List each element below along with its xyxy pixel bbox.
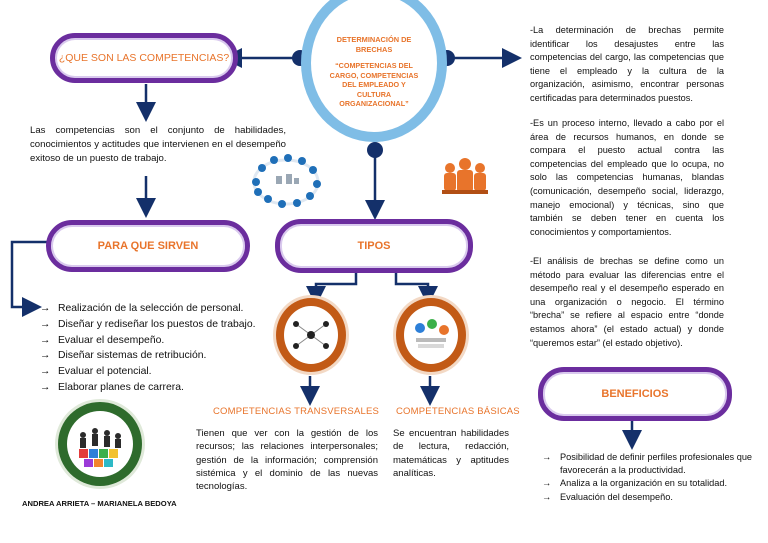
arrow-right-icon: → <box>542 477 551 490</box>
network-people-icon <box>284 306 338 364</box>
para-que-list: →Realización de la selección de personal… <box>40 301 280 396</box>
center-title: DETERMINACIÓN DE BRECHAS <box>325 35 423 55</box>
arrow-right-icon: → <box>40 348 50 364</box>
right-paragraph-2: -Es un proceso interno, llevado a cabo p… <box>530 117 724 239</box>
basicas-title: COMPETENCIAS BÁSICAS <box>396 406 520 417</box>
arrow-right-icon: → <box>40 301 50 317</box>
authors-circle-image <box>58 402 142 486</box>
right-paragraph-3: -El análisis de brechas se define como u… <box>530 255 724 350</box>
basicas-circle-image <box>396 298 466 372</box>
authors-label: ANDREA ARRIETA – MARIANELA BEDOYA <box>22 499 177 508</box>
para-que-title: PARA QUE SIRVEN <box>98 240 199 252</box>
center-circle-inner: DETERMINACIÓN DE BRECHAS “COMPETENCIAS D… <box>311 0 437 132</box>
beneficios-list: →Posibilidad de definir perfiles profesi… <box>542 451 760 504</box>
connector-paraque-list <box>12 242 48 307</box>
arrow-right-icon: → <box>40 333 50 349</box>
transversales-text: Tienen que ver con la gestión de los rec… <box>196 427 378 495</box>
beneficios-title: BENEFICIOS <box>601 388 668 400</box>
arrow-right-icon: → <box>542 451 551 464</box>
para-que-pill: PARA QUE SIRVEN <box>46 220 250 272</box>
skills-icon <box>404 306 458 364</box>
transversales-title: COMPETENCIAS TRANSVERSALES <box>213 406 379 417</box>
arrow-right-icon: → <box>40 364 50 380</box>
list-item: →Diseñar y rediseñar los puestos de trab… <box>40 317 280 333</box>
list-item: →Diseñar sistemas de retribución. <box>40 348 280 364</box>
arrow-right-icon: → <box>40 380 50 396</box>
list-item: →Realización de la selección de personal… <box>40 301 280 317</box>
list-item: →Evaluación del desempeño. <box>542 491 760 504</box>
arrow-right-icon: → <box>40 317 50 333</box>
tipos-title: TIPOS <box>357 240 390 252</box>
list-item: →Posibilidad de definir perfiles profesi… <box>542 451 760 477</box>
beneficios-pill: BENEFICIOS <box>538 367 732 421</box>
list-item: →Analiza a la organización en su totalid… <box>542 477 760 490</box>
orange-team-illustration <box>440 156 490 198</box>
team-puzzle-icon <box>67 411 133 477</box>
list-item: →Evaluar el desempeño. <box>40 333 280 349</box>
right-paragraph-1: -La determinación de brechas permite ide… <box>530 24 724 106</box>
tipos-pill: TIPOS <box>275 219 473 273</box>
list-item: →Elaborar planes de carrera. <box>40 380 280 396</box>
center-dot-bottom <box>367 142 383 158</box>
transversales-circle-image <box>276 298 346 372</box>
list-item: →Evaluar el potencial. <box>40 364 280 380</box>
center-subtitle: “COMPETENCIAS DEL CARGO, COMPETENCIAS DE… <box>325 61 423 109</box>
team-circle-illustration <box>248 148 324 210</box>
arrow-right-icon: → <box>542 491 551 504</box>
basicas-text: Se encuentran habilidades de lectura, re… <box>393 427 509 480</box>
que-son-title: ¿QUE SON LAS COMPETENCIAS? <box>59 52 229 64</box>
que-son-pill: ¿QUE SON LAS COMPETENCIAS? <box>50 33 238 83</box>
